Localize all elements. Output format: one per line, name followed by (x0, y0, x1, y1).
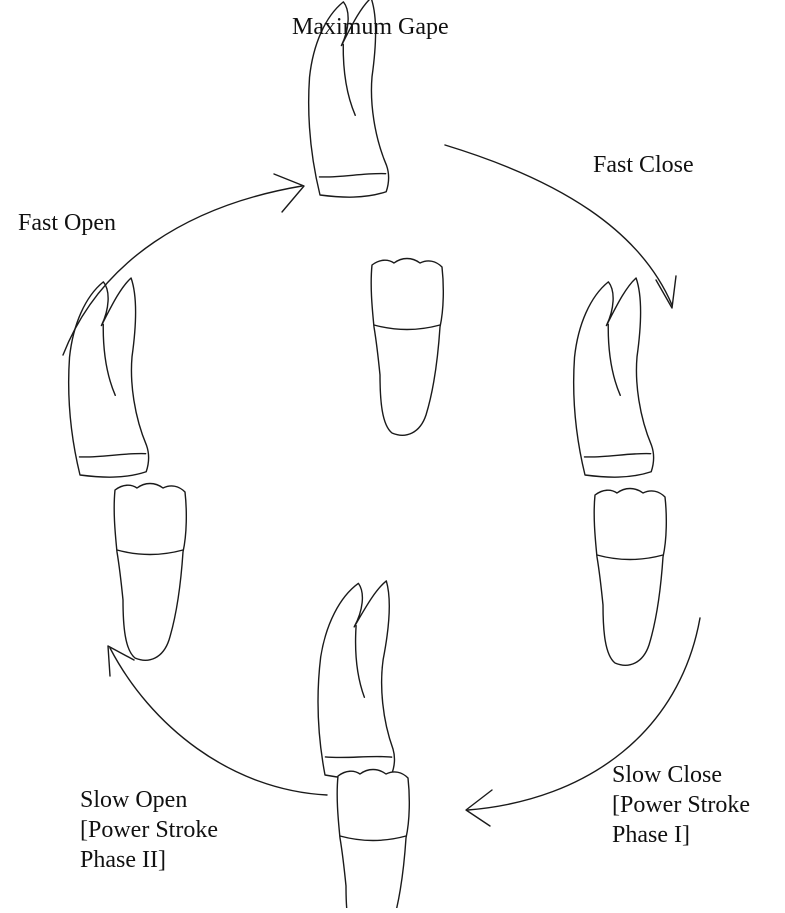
label-maximum-gape: Maximum Gape (292, 12, 449, 42)
lower-tooth-right (594, 489, 666, 666)
upper-tooth-bottom (307, 581, 405, 783)
upper-tooth-right (557, 278, 665, 483)
label-fast-open: Fast Open (18, 208, 116, 238)
label-slow-close-line-2: [Power Stroke (612, 790, 750, 820)
label-slow-close: Slow Close [Power Stroke Phase I] (612, 760, 750, 850)
label-slow-close-line-3: Phase I] (612, 820, 750, 850)
upper-tooth-left (52, 278, 160, 483)
label-slow-open-line-1: Slow Open (80, 785, 218, 815)
label-slow-open-line-2: [Power Stroke (80, 815, 218, 845)
label-slow-open: Slow Open [Power Stroke Phase II] (80, 785, 218, 875)
label-slow-open-line-3: Phase II] (80, 845, 218, 875)
lower-tooth-bottom (337, 770, 409, 909)
label-fast-close: Fast Close (593, 150, 694, 180)
tooth-pair-bottom (307, 581, 410, 908)
arrow-slow-open (108, 646, 327, 795)
tooth-pair-right (557, 278, 666, 665)
lower-tooth-center (371, 259, 443, 436)
lower-tooth-left (114, 484, 186, 661)
label-slow-close-line-1: Slow Close (612, 760, 750, 790)
